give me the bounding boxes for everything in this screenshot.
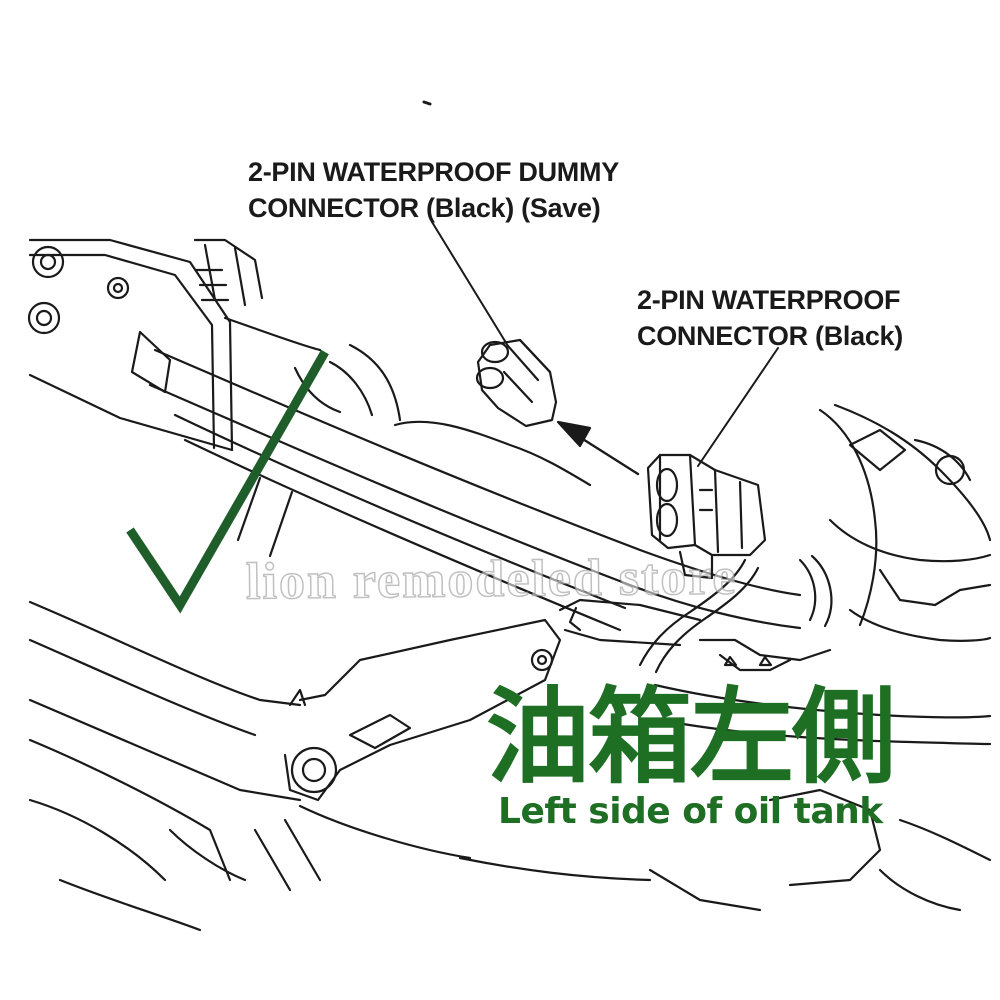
label-connector-line-1: 2-PIN WATERPROOF	[637, 285, 901, 315]
leader-line-connector	[697, 347, 779, 467]
wiring-harness	[638, 554, 833, 674]
leader-line-dummy	[431, 221, 509, 347]
engine-components-right	[458, 403, 992, 912]
label-connector-line-2: CONNECTOR (Black)	[637, 321, 903, 351]
arrow-icon	[556, 420, 640, 476]
caption-english: Left side of oil tank	[498, 791, 883, 832]
store-watermark: lion remodeled store	[245, 548, 739, 612]
label-dummy-line-2: CONNECTOR (Black) (Save)	[248, 193, 601, 223]
check-mark-icon	[126, 349, 329, 614]
connector-dummy	[475, 338, 558, 428]
leader-lines	[431, 221, 779, 467]
frame-main-tube	[148, 316, 802, 632]
caption-chinese: 油箱左側	[486, 676, 896, 798]
label-dummy-connector: 2-PIN WATERPROOF DUMMY CONNECTOR (Black)…	[248, 154, 619, 226]
label-dummy-line-1: 2-PIN WATERPROOF DUMMY	[248, 157, 619, 187]
label-connector: 2-PIN WATERPROOF CONNECTOR (Black)	[637, 282, 903, 354]
print-speck	[422, 100, 432, 106]
bracket-assembly	[28, 598, 702, 932]
connector-black	[646, 453, 767, 580]
frame-plate-top-left	[27, 238, 264, 452]
